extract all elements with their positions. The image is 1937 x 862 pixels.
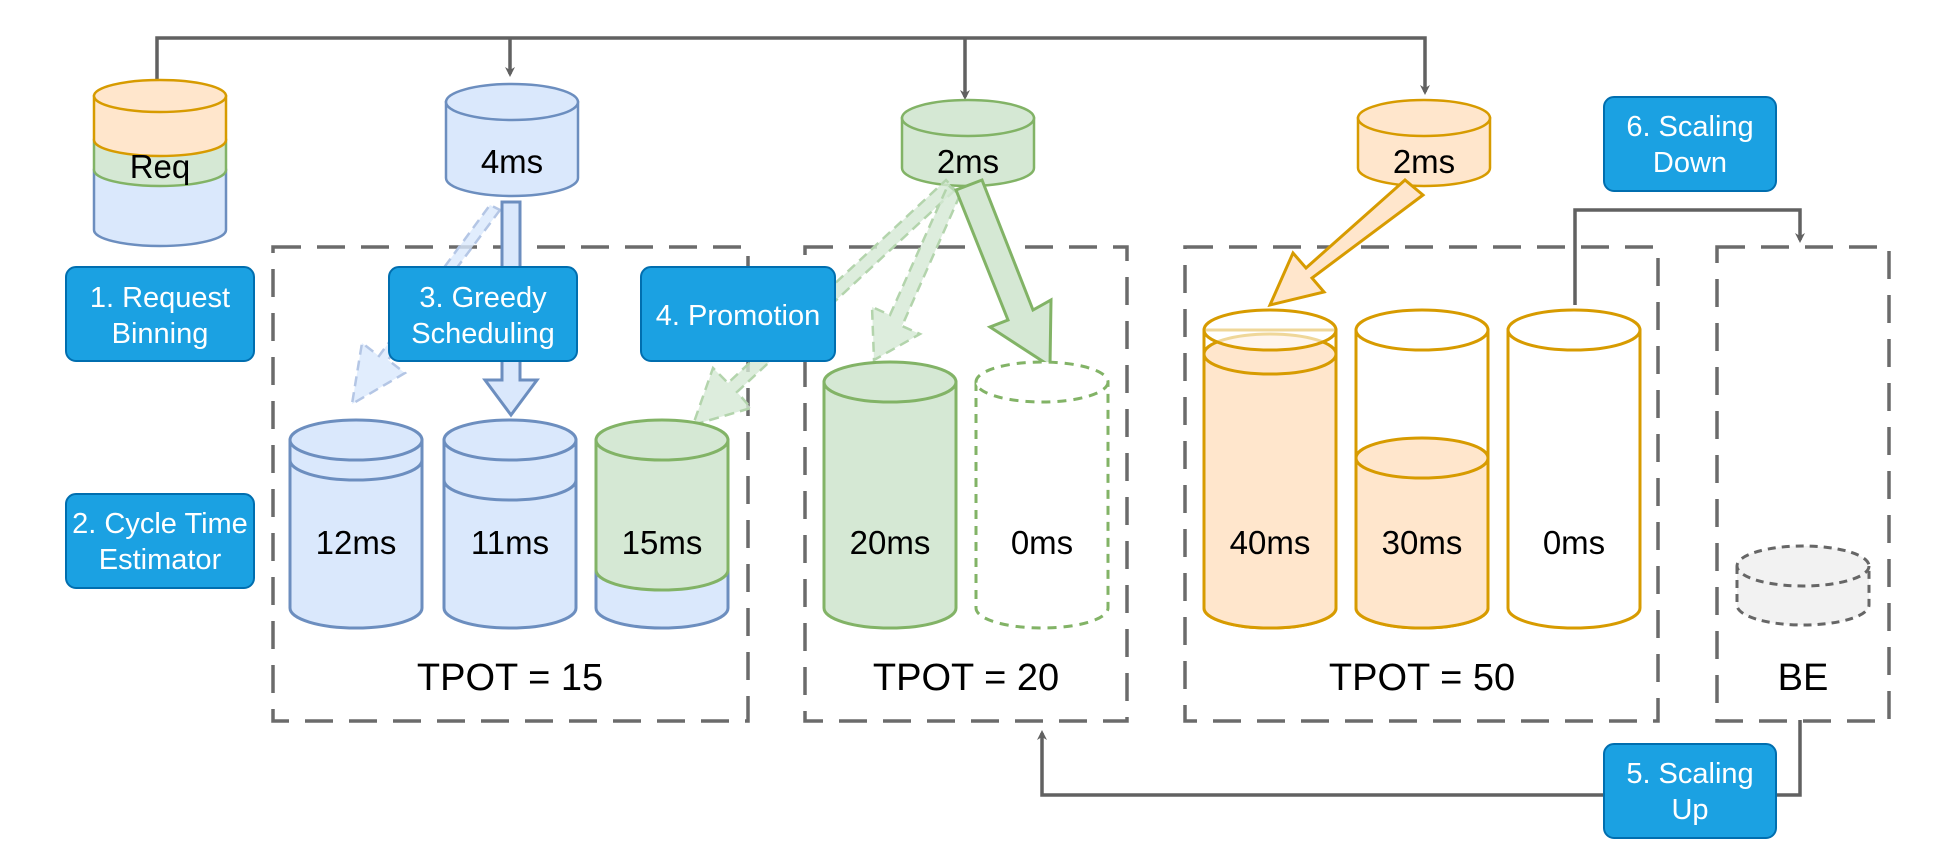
instance-load: 11ms <box>471 524 549 561</box>
instance-cylinder: 11ms <box>442 418 578 630</box>
scaling-up-line <box>1037 720 1802 797</box>
svg-text:Up: Up <box>1671 794 1708 826</box>
instance-cylinder: 40ms <box>1202 308 1338 630</box>
group-zone-tpot50 <box>1183 245 1660 723</box>
be-idle-instance <box>1735 544 1871 627</box>
top-routing-lines <box>155 36 1430 100</box>
instance-load: 0ms <box>1543 524 1605 561</box>
instance-load: 12ms <box>316 524 397 561</box>
request-label: Req <box>130 148 191 185</box>
group-zone-be <box>1715 245 1891 723</box>
instance-cylinder: 30ms <box>1354 308 1490 630</box>
svg-text:Scheduling: Scheduling <box>411 318 555 350</box>
incoming-green-label: 2ms <box>937 143 999 180</box>
instance-cylinder-new: 0ms <box>974 360 1110 630</box>
step-greedy-scheduling: 3. Greedy Scheduling <box>388 266 578 362</box>
instance-cylinder: 0ms <box>1506 308 1642 630</box>
incoming-green-request: 2ms <box>900 98 1036 188</box>
instance-load: 30ms <box>1382 524 1463 561</box>
incoming-blue-request: 4ms <box>444 82 580 198</box>
svg-text:6. Scaling: 6. Scaling <box>1626 111 1753 143</box>
group-label-tpot15: TPOT = 15 <box>417 657 603 699</box>
scaling-down-line <box>1573 208 1805 305</box>
step-promotion: 4. Promotion <box>640 266 836 362</box>
incoming-orange-label: 2ms <box>1393 143 1455 180</box>
instance-cylinder: 20ms <box>822 360 958 630</box>
instance-load: 15ms <box>622 524 703 561</box>
svg-text:Estimator: Estimator <box>99 544 222 576</box>
group-label-be: BE <box>1778 657 1829 699</box>
incoming-orange-request: 2ms <box>1356 98 1492 188</box>
instance-load: 0ms <box>1011 524 1073 561</box>
svg-text:1. Request: 1. Request <box>90 282 230 314</box>
instance-load: 40ms <box>1230 524 1311 561</box>
svg-text:3. Greedy: 3. Greedy <box>419 282 547 314</box>
request-queue: Req <box>92 78 228 248</box>
group-label-tpot20: TPOT = 20 <box>873 657 1059 699</box>
svg-text:Binning: Binning <box>112 318 209 350</box>
group-label-tpot50: TPOT = 50 <box>1329 657 1515 699</box>
step-request-binning: 1. Request Binning <box>65 266 255 362</box>
promotion-target-arrow <box>954 178 1053 369</box>
step-cycle-time-estimator: 2. Cycle Time Estimator <box>65 493 255 589</box>
instance-cylinder: 15ms <box>594 418 730 630</box>
step-scaling-down: 6. Scaling Down <box>1603 96 1777 192</box>
svg-text:4. Promotion: 4. Promotion <box>656 300 820 332</box>
svg-text:2. Cycle Time: 2. Cycle Time <box>72 508 248 540</box>
instance-cylinder: 12ms <box>288 418 424 630</box>
svg-text:5. Scaling: 5. Scaling <box>1626 758 1753 790</box>
svg-text:Down: Down <box>1653 147 1727 179</box>
incoming-blue-label: 4ms <box>481 143 543 180</box>
orange-dispatch-arrow <box>1267 178 1426 308</box>
step-scaling-up: 5. Scaling Up <box>1603 743 1777 839</box>
instance-load: 20ms <box>850 524 931 561</box>
